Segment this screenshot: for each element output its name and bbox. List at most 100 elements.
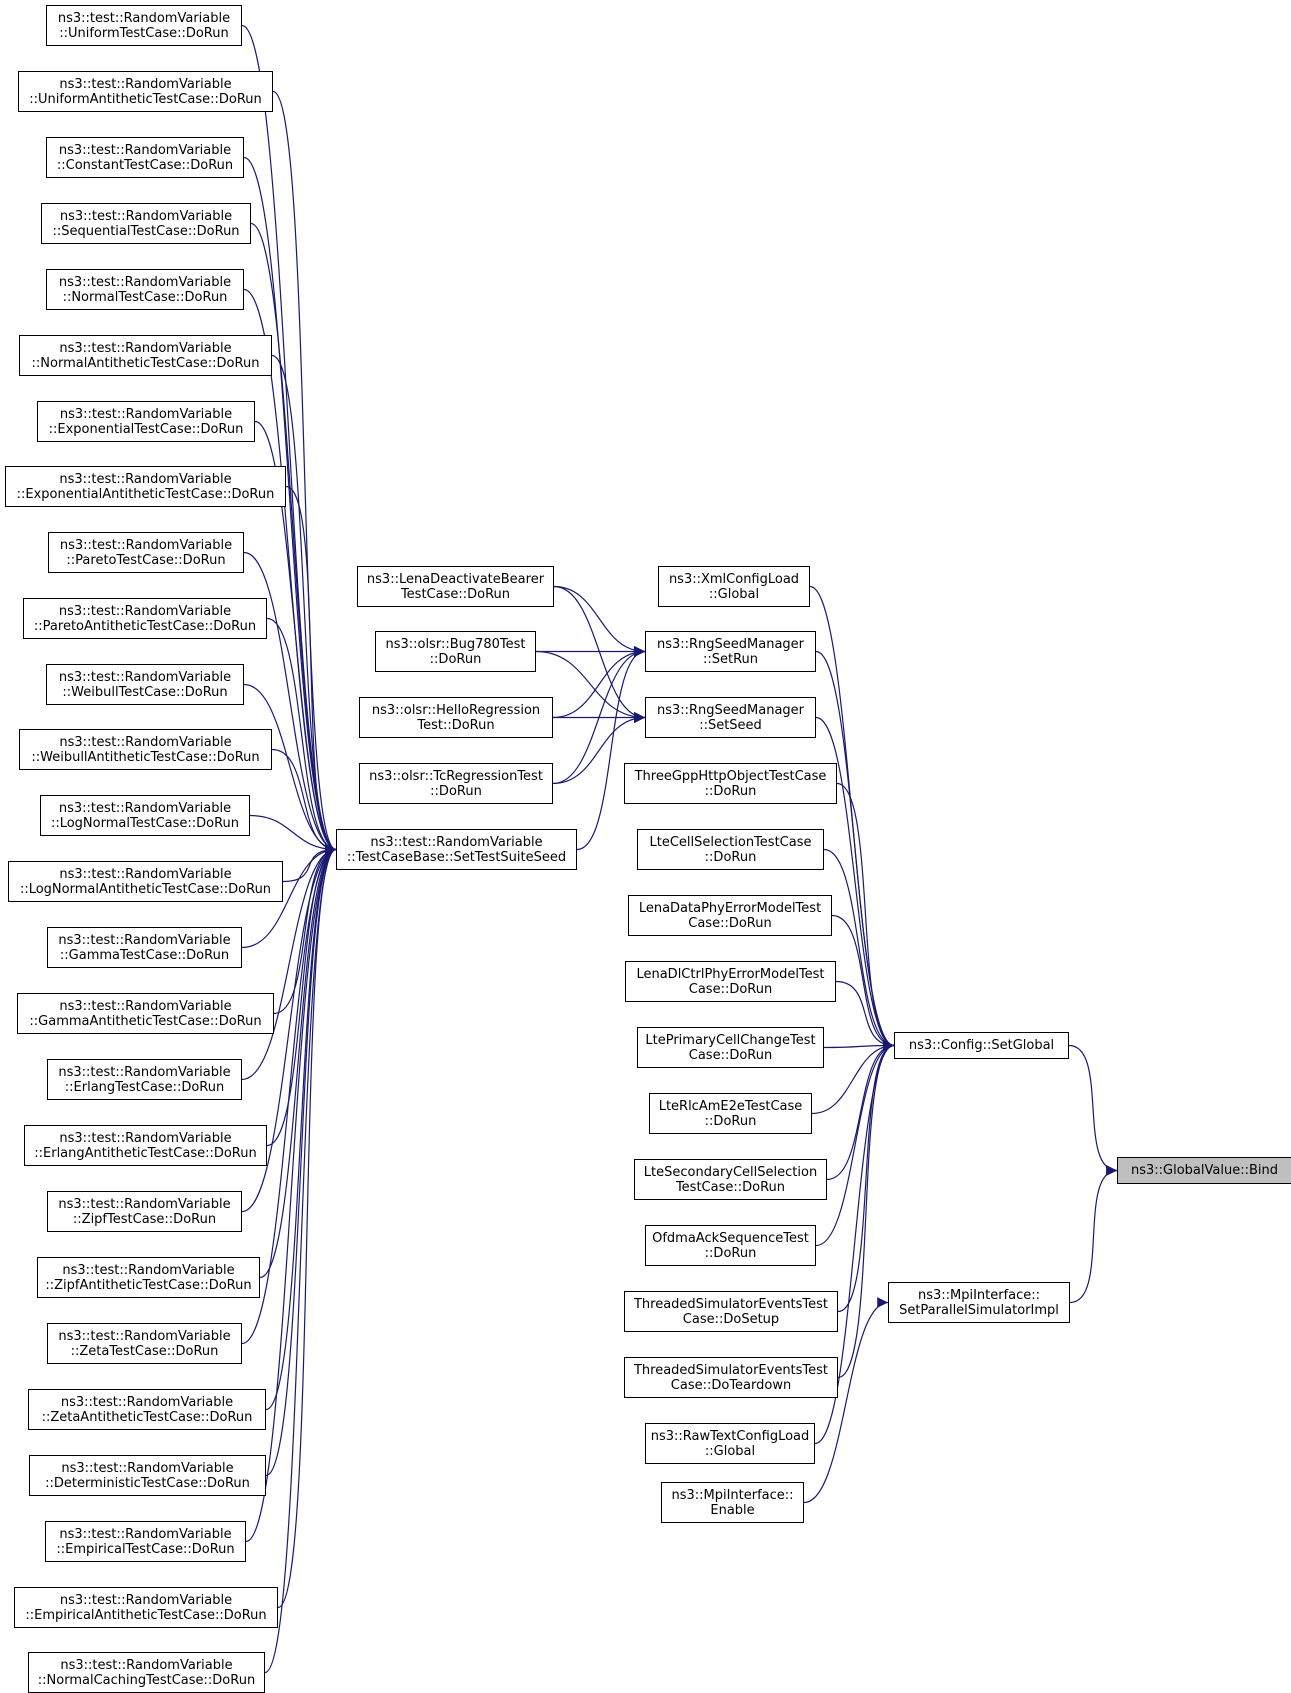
node-label-line: LteSecondaryCellSelection: [643, 1164, 818, 1180]
node-lognormalanti[interactable]: ns3::test::RandomVariable::LogNormalAnti…: [8, 861, 283, 902]
edge-rawtext-to-setglobal: [814, 1040, 895, 1445]
node-rawtext[interactable]: ns3::RawTextConfigLoad::Global: [645, 1423, 815, 1464]
node-label-line: ns3::test::RandomVariable: [59, 998, 232, 1014]
node-label-line: ::ExponentialTestCase::DoRun: [48, 421, 244, 437]
node-exponential[interactable]: ns3::test::RandomVariable::ExponentialTe…: [37, 401, 255, 442]
edge-zipf-to-settestsuite: [241, 844, 337, 1213]
node-uniform[interactable]: ns3::test::RandomVariable::UniformTestCa…: [46, 5, 242, 46]
edge-olsrhello-to-setrun: [552, 646, 646, 719]
node-label-line: ::EmpiricalAntitheticTestCase::DoRun: [25, 1607, 267, 1623]
node-zetaanti[interactable]: ns3::test::RandomVariable::ZetaAntitheti…: [28, 1389, 266, 1430]
node-ofdma[interactable]: OfdmaAckSequenceTest::DoRun: [645, 1225, 816, 1266]
node-label-line: ns3::test::RandomVariable: [370, 834, 543, 850]
node-setrun[interactable]: ns3::RngSeedManager::SetRun: [645, 631, 816, 672]
node-empiricalanti[interactable]: ns3::test::RandomVariable::EmpiricalAnti…: [14, 1587, 278, 1628]
node-olsrtc[interactable]: ns3::olsr::TcRegressionTest::DoRun: [359, 763, 553, 804]
node-label-line: ns3::test::RandomVariable: [58, 603, 232, 619]
node-label-line: ThreadedSimulatorEventsTest: [633, 1296, 829, 1312]
edge-lenadeact-to-setrun: [553, 585, 646, 657]
node-label-line: ::Global: [704, 1443, 756, 1459]
node-label-line: TestCase::DoRun: [675, 1179, 786, 1195]
node-uniformanti[interactable]: ns3::test::RandomVariable::UniformAntith…: [18, 71, 273, 112]
node-label-line: ns3::XmlConfigLoad: [668, 571, 800, 587]
node-lterlcam[interactable]: LteRlcAmE2eTestCase::DoRun: [649, 1093, 812, 1134]
node-weibull[interactable]: ns3::test::RandomVariable::WeibullTestCa…: [46, 664, 244, 705]
node-ltecellsel[interactable]: LteCellSelectionTestCase::DoRun: [637, 829, 824, 870]
node-label-line: ::NormalAntitheticTestCase::DoRun: [31, 355, 260, 371]
node-empirical[interactable]: ns3::test::RandomVariable::EmpiricalTest…: [45, 1521, 246, 1562]
node-zipfanti[interactable]: ns3::test::RandomVariable::ZipfAntitheti…: [37, 1257, 260, 1298]
node-setseed[interactable]: ns3::RngSeedManager::SetSeed: [645, 697, 816, 738]
edge-normalcaching-to-settestsuite: [264, 844, 337, 1674]
node-normal[interactable]: ns3::test::RandomVariable::NormalTestCas…: [46, 269, 244, 310]
edge-empirical-to-settestsuite: [245, 844, 337, 1543]
node-weibullanti[interactable]: ns3::test::RandomVariable::WeibullAntith…: [19, 729, 272, 770]
node-label-line: ::ErlangTestCase::DoRun: [64, 1079, 225, 1095]
node-mpiparallel[interactable]: ns3::MpiInterface::SetParallelSimulatorI…: [888, 1282, 1070, 1323]
node-label-line: ::WeibullTestCase::DoRun: [62, 684, 228, 700]
node-label-line: ::LogNormalAntitheticTestCase::DoRun: [19, 881, 272, 897]
node-lognormal[interactable]: ns3::test::RandomVariable::LogNormalTest…: [40, 795, 250, 836]
edge-ltecellsel-to-setglobal: [823, 848, 895, 1051]
node-label-line: Case::DoRun: [688, 915, 772, 931]
node-erlang[interactable]: ns3::test::RandomVariable::ErlangTestCas…: [47, 1059, 242, 1100]
node-gamma[interactable]: ns3::test::RandomVariable::GammaTestCase…: [47, 927, 242, 968]
node-label-line: ns3::test::RandomVariable: [57, 10, 231, 26]
node-label-line: ns3::test::RandomVariable: [59, 1130, 232, 1146]
node-label-line: ::ZetaTestCase::DoRun: [70, 1343, 219, 1359]
node-label-line: LenaDlCtrlPhyErrorModelTest: [636, 966, 825, 982]
node-label-line: ::DeterministicTestCase::DoRun: [45, 1475, 250, 1491]
node-label-line: ::ExponentialAntitheticTestCase::DoRun: [16, 486, 275, 502]
node-threegpp[interactable]: ThreeGppHttpObjectTestCase::DoRun: [624, 763, 837, 804]
node-label-line: Enable: [710, 1502, 755, 1518]
node-label-line: ns3::test::RandomVariable: [61, 1460, 234, 1476]
node-constant[interactable]: ns3::test::RandomVariable::ConstantTestC…: [46, 137, 244, 178]
node-erlanganti[interactable]: ns3::test::RandomVariable::ErlangAntithe…: [24, 1125, 267, 1166]
node-label-line: LtePrimaryCellChangeTest: [645, 1032, 816, 1048]
node-settestsuite[interactable]: ns3::test::RandomVariable::TestCaseBase:…: [336, 829, 577, 870]
node-label-line: ::DoRun: [430, 783, 482, 799]
node-normalcaching[interactable]: ns3::test::RandomVariable::NormalCaching…: [28, 1652, 265, 1693]
node-sequential[interactable]: ns3::test::RandomVariable::SequentialTes…: [41, 203, 251, 244]
node-label-line: LteRlcAmE2eTestCase: [658, 1098, 803, 1114]
node-zeta[interactable]: ns3::test::RandomVariable::ZetaTestCase:…: [47, 1323, 242, 1364]
node-label-line: ns3::Config::SetGlobal: [908, 1038, 1055, 1053]
node-label-line: ns3::test::RandomVariable: [59, 1592, 233, 1608]
node-pareto[interactable]: ns3::test::RandomVariable::ParetoTestCas…: [48, 532, 244, 573]
node-bind[interactable]: ns3::GlobalValue::Bind: [1117, 1157, 1291, 1184]
node-paretoanti[interactable]: ns3::test::RandomVariable::ParetoAntithe…: [23, 598, 267, 639]
node-xmlload[interactable]: ns3::XmlConfigLoad::Global: [658, 566, 810, 607]
node-label-line: ::EmpiricalTestCase::DoRun: [56, 1541, 235, 1557]
node-label-line: ::ParetoTestCase::DoRun: [66, 552, 226, 568]
edge-weibullanti-to-settestsuite: [271, 748, 337, 855]
node-label-line: ns3::test::RandomVariable: [62, 1262, 235, 1278]
edge-lenadlctrl-to-setglobal: [835, 980, 895, 1051]
node-label-line: ns3::test::RandomVariable: [59, 76, 232, 92]
edge-settestsuite-to-setrun: [576, 646, 646, 851]
node-olsrbug[interactable]: ns3::olsr::Bug780Test::DoRun: [375, 631, 536, 672]
node-mpienable[interactable]: ns3::MpiInterface::Enable: [661, 1482, 804, 1523]
node-gammaanti[interactable]: ns3::test::RandomVariable::GammaAntithet…: [17, 993, 274, 1034]
edge-paretoanti-to-settestsuite: [266, 617, 337, 855]
node-zipf[interactable]: ns3::test::RandomVariable::ZipfTestCase:…: [47, 1191, 242, 1232]
node-exponentialanti[interactable]: ns3::test::RandomVariable::ExponentialAn…: [5, 466, 286, 507]
node-deterministic[interactable]: ns3::test::RandomVariable::Deterministic…: [29, 1455, 266, 1496]
node-normalanti[interactable]: ns3::test::RandomVariable::NormalAntithe…: [19, 335, 272, 376]
node-label-line: ::DoRun: [429, 651, 482, 667]
node-label-line: ::WeibullAntitheticTestCase::DoRun: [31, 749, 260, 765]
edge-threadedsetup-to-setglobal: [837, 1040, 895, 1313]
node-setglobal[interactable]: ns3::Config::SetGlobal: [894, 1032, 1069, 1059]
node-label-line: ns3::test::RandomVariable: [60, 1394, 234, 1410]
edge-threegpp-to-setglobal: [836, 782, 895, 1051]
node-label-line: ns3::test::RandomVariable: [58, 142, 232, 158]
edge-erlang-to-settestsuite: [241, 844, 337, 1081]
